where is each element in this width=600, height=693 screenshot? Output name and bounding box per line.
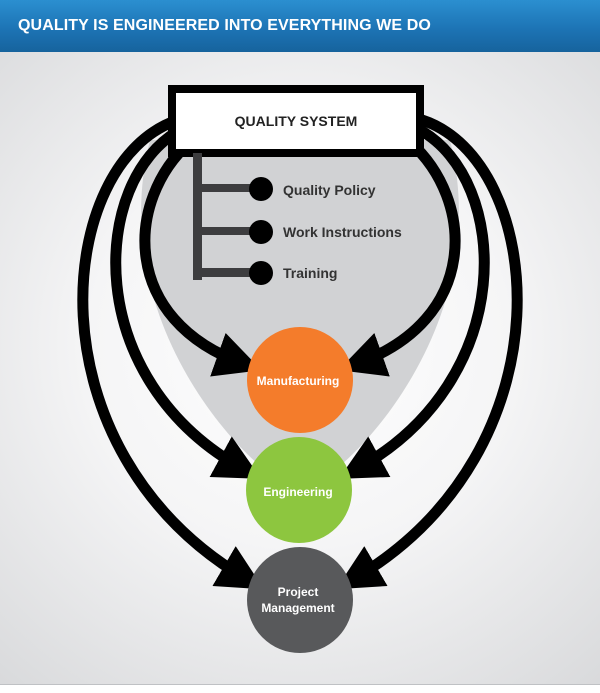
quality-policy-label: Quality Policy — [283, 182, 376, 198]
bottom-rule — [0, 684, 600, 693]
manufacturing-label: Manufacturing — [257, 374, 340, 388]
components-bracket — [193, 153, 263, 280]
arrow-qs-to-manufacturing-left — [139, 137, 262, 377]
project-management-label-line1: Project — [278, 585, 319, 599]
quality-policy-bullet — [249, 177, 273, 201]
project-management-circle — [247, 547, 353, 653]
quality-system-label: QUALITY SYSTEM — [235, 113, 358, 129]
page-title: QUALITY IS ENGINEERED INTO EVERYTHING WE… — [18, 17, 431, 34]
training-label: Training — [283, 265, 337, 281]
arrow-qs-to-project-management-left — [77, 114, 264, 590]
work-instructions-bullet — [249, 220, 273, 244]
arrow-qs-to-engineering-right — [338, 125, 490, 479]
manufacturing-circle — [247, 327, 353, 433]
work-instructions-label: Work Instructions — [283, 224, 402, 240]
arrow-qs-to-project-management-right — [336, 114, 523, 590]
training-bullet — [249, 261, 273, 285]
arrow-qs-to-engineering-left — [110, 125, 262, 479]
arrow-qs-to-manufacturing-right — [338, 137, 461, 377]
engineering-label: Engineering — [263, 485, 332, 499]
funnel-band — [141, 140, 459, 470]
engineering-circle — [246, 437, 352, 543]
project-management-label-line2: Management — [261, 601, 334, 615]
header-banner: QUALITY IS ENGINEERED INTO EVERYTHING WE… — [0, 0, 600, 52]
quality-system-box — [168, 85, 424, 157]
